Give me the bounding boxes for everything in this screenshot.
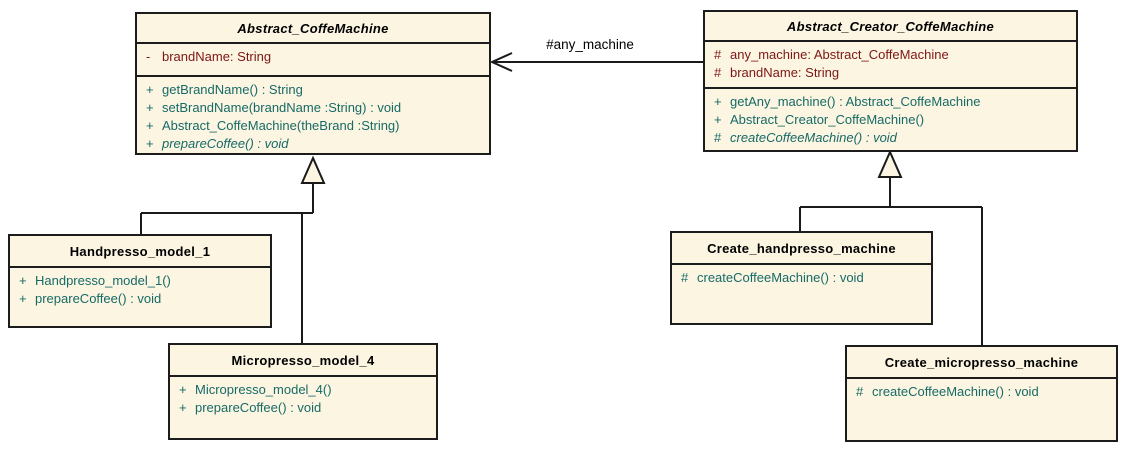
methods-compartment: # createCoffeeMachine() : void: [672, 263, 931, 323]
class-title: Create_handpresso_machine: [707, 240, 896, 256]
class-title: Create_micropresso_machine: [884, 354, 1079, 370]
attributes-compartment: # any_machine: Abstract_CoffeMachine # b…: [705, 40, 1076, 87]
visibility-marker: +: [146, 136, 154, 151]
class-abstract-coffe-machine: Abstract_CoffeMachine - brandName: Strin…: [135, 12, 491, 155]
visibility-marker: +: [714, 94, 722, 109]
association-label: #any_machine: [546, 37, 634, 52]
method-text: getAny_machine() : Abstract_CoffeMachine: [730, 94, 981, 109]
method-text: setBrandName(brandName :String) : void: [162, 100, 402, 115]
class-title: Abstract_CoffeMachine: [237, 20, 389, 36]
method-row: + getBrandName() : String: [137, 81, 489, 99]
method-row: + setBrandName(brandName :String) : void: [137, 99, 489, 117]
visibility-marker: #: [714, 47, 722, 62]
class-micropresso-model-4: Micropresso_model_4 + Micropresso_model_…: [168, 343, 438, 440]
association-open-arrowhead: [489, 52, 513, 72]
attribute-row: # any_machine: Abstract_CoffeMachine: [705, 46, 1076, 64]
method-text: Handpresso_model_1(): [35, 273, 171, 288]
methods-compartment: + getBrandName() : String + setBrandName…: [137, 75, 489, 153]
generalization-triangle-left: [300, 155, 326, 184]
class-title: Abstract_Creator_CoffeMachine: [786, 18, 995, 34]
method-row: + getAny_machine() : Abstract_CoffeMachi…: [705, 93, 1076, 111]
method-row: # createCoffeeMachine() : void: [672, 269, 931, 287]
visibility-marker: #: [714, 130, 722, 145]
methods-compartment: + getAny_machine() : Abstract_CoffeMachi…: [705, 87, 1076, 150]
method-text: Abstract_CoffeMachine(theBrand :String): [162, 118, 400, 133]
methods-compartment: # createCoffeeMachine() : void: [847, 377, 1116, 440]
visibility-marker: +: [146, 118, 154, 133]
visibility-marker: +: [146, 82, 154, 97]
attribute-text: brandName: String: [730, 65, 840, 80]
method-row: + prepareCoffee() : void: [10, 290, 270, 308]
visibility-marker: +: [714, 112, 722, 127]
method-text: Micropresso_model_4(): [195, 382, 332, 397]
method-text: Abstract_Creator_CoffeMachine(): [730, 112, 925, 127]
attribute-text: any_machine: Abstract_CoffeMachine: [730, 47, 949, 62]
method-text: prepareCoffee() : void: [35, 291, 162, 306]
method-row: # createCoffeeMachine() : void: [705, 129, 1076, 147]
class-handpresso-model-1: Handpresso_model_1 + Handpresso_model_1(…: [8, 234, 272, 328]
class-title: Handpresso_model_1: [69, 243, 211, 259]
method-row: + Micropresso_model_4(): [170, 381, 436, 399]
visibility-marker: +: [19, 291, 27, 306]
method-row: + prepareCoffee() : void: [137, 135, 489, 153]
visibility-marker: +: [146, 100, 154, 115]
visibility-marker: -: [146, 49, 151, 64]
visibility-marker: +: [19, 273, 27, 288]
generalization-triangle-right: [877, 149, 903, 178]
method-text: prepareCoffee() : void: [195, 400, 322, 415]
class-title: Micropresso_model_4: [231, 352, 375, 368]
class-abstract-creator-coffe-machine: Abstract_Creator_CoffeMachine # any_mach…: [703, 10, 1078, 152]
abstract-method-text: createCoffeeMachine() : void: [730, 130, 897, 145]
method-row: + Abstract_Creator_CoffeMachine(): [705, 111, 1076, 129]
method-row: + prepareCoffee() : void: [170, 399, 436, 417]
attribute-row: - brandName: String: [137, 48, 489, 66]
visibility-marker: #: [714, 65, 722, 80]
methods-compartment: + Micropresso_model_4() + prepareCoffee(…: [170, 375, 436, 438]
method-text: getBrandName() : String: [162, 82, 303, 97]
method-text: createCoffeeMachine() : void: [872, 384, 1039, 399]
attribute-text: brandName: String: [162, 49, 272, 64]
method-row: # createCoffeeMachine() : void: [847, 383, 1116, 401]
methods-compartment: + Handpresso_model_1() + prepareCoffee()…: [10, 266, 270, 326]
visibility-marker: +: [179, 382, 187, 397]
attributes-compartment: - brandName: String: [137, 42, 489, 75]
method-text: createCoffeeMachine() : void: [697, 270, 864, 285]
attribute-row: # brandName: String: [705, 64, 1076, 82]
method-row: + Abstract_CoffeMachine(theBrand :String…: [137, 117, 489, 135]
visibility-marker: +: [179, 400, 187, 415]
method-row: + Handpresso_model_1(): [10, 272, 270, 290]
class-create-micropresso-machine: Create_micropresso_machine # createCoffe…: [845, 345, 1118, 442]
visibility-marker: #: [681, 270, 689, 285]
visibility-marker: #: [856, 384, 864, 399]
abstract-method-text: prepareCoffee() : void: [162, 136, 289, 151]
class-create-handpresso-machine: Create_handpresso_machine # createCoffee…: [670, 231, 933, 325]
